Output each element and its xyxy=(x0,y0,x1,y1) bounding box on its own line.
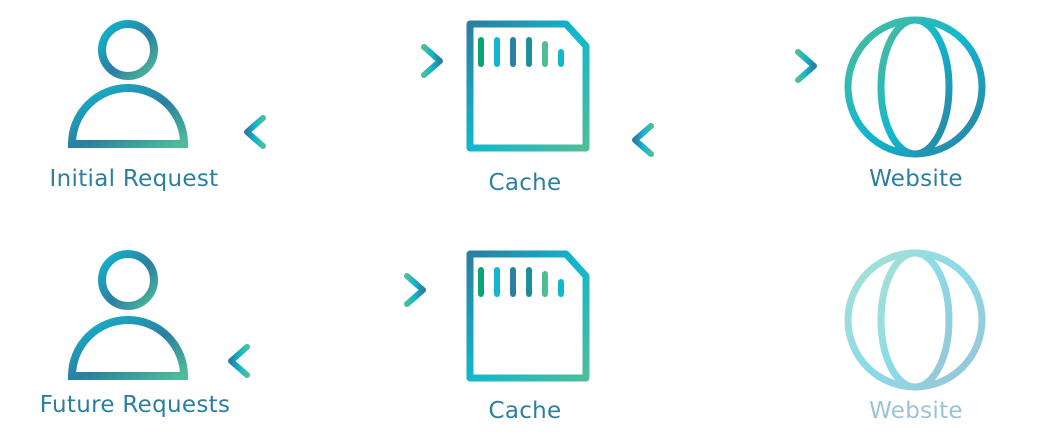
response-arrow xyxy=(228,344,425,378)
row-initial: Initial Request Cache xyxy=(50,16,986,196)
user-icon xyxy=(67,250,189,380)
request-arrow xyxy=(229,273,426,307)
globe-icon xyxy=(844,249,986,391)
row-future: Future Requests Cache xyxy=(40,249,986,424)
requester-label: Future Requests xyxy=(40,392,230,418)
sd-card-icon xyxy=(466,250,590,382)
request-arrow xyxy=(246,44,443,78)
response-arrow xyxy=(244,115,441,149)
cache-label: Cache xyxy=(488,398,561,424)
fetch-arrow xyxy=(620,49,817,83)
cache-label: Cache xyxy=(488,170,561,196)
website-label: Website xyxy=(869,166,963,192)
return-arrow xyxy=(632,123,829,157)
user-icon xyxy=(67,20,189,148)
globe-icon xyxy=(844,16,986,158)
sd-card-icon xyxy=(466,20,590,152)
website-label-faded: Website xyxy=(869,398,963,424)
requester-label: Initial Request xyxy=(50,166,219,192)
